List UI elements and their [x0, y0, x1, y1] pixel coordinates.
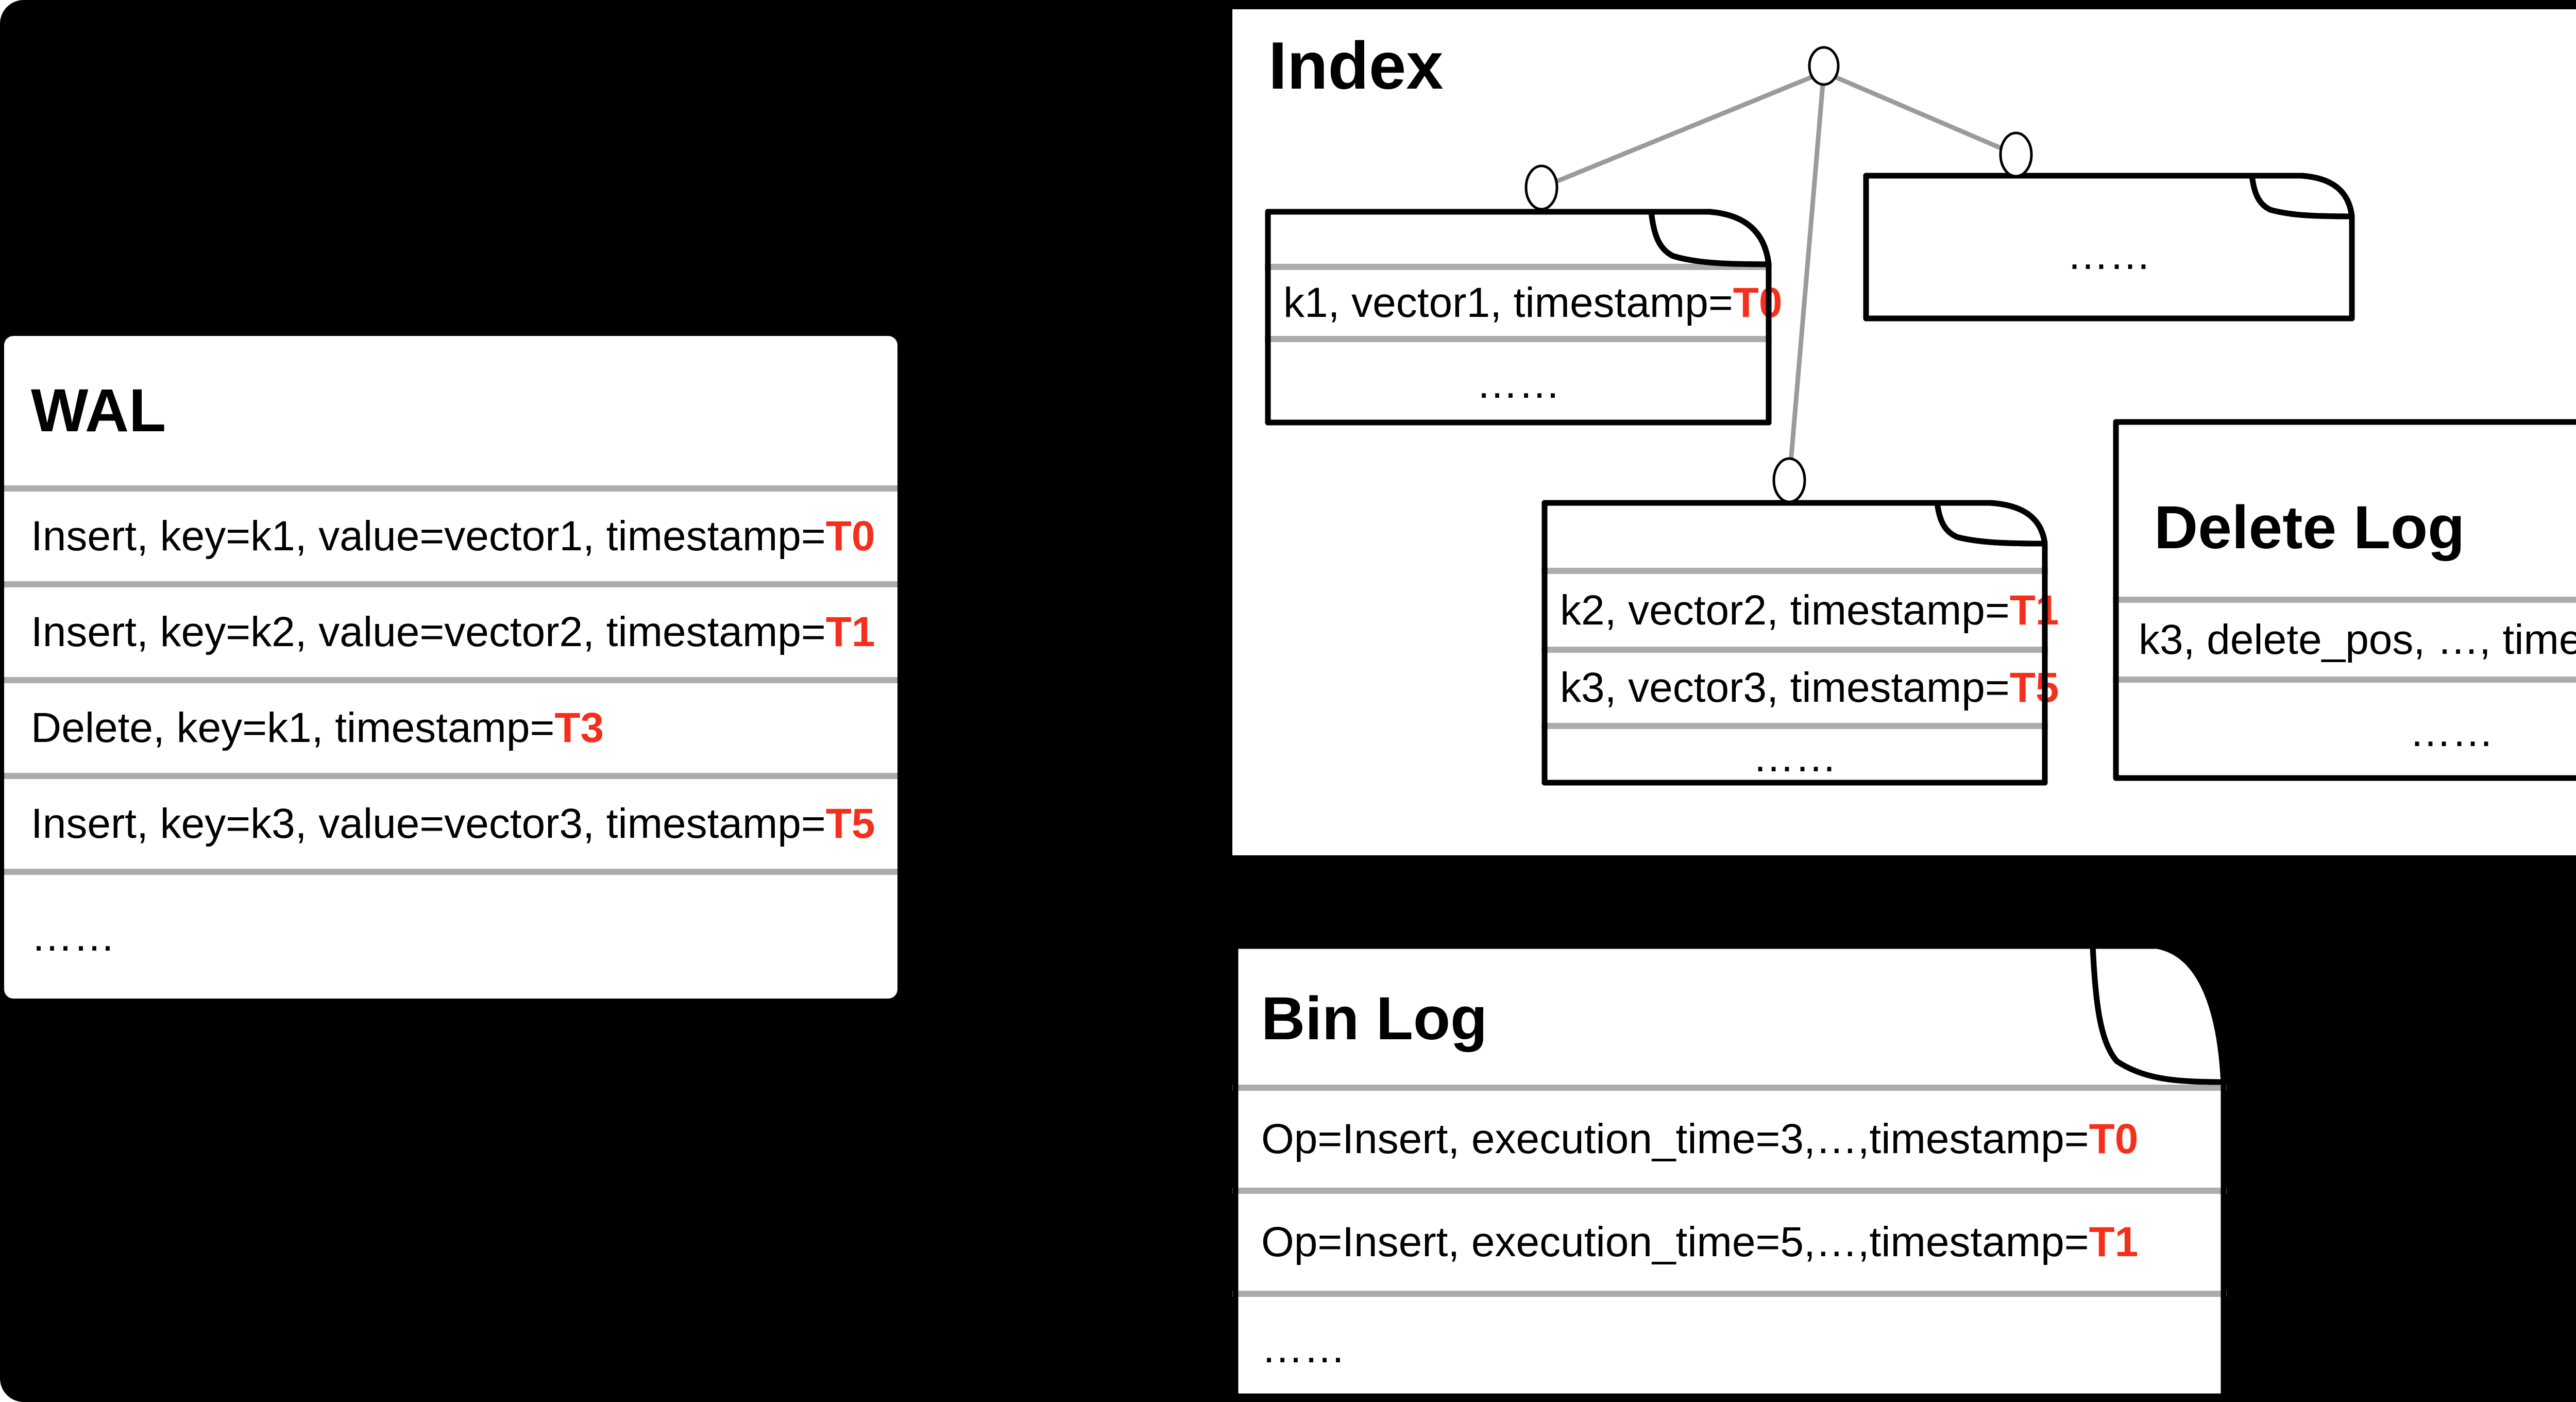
- bin-log-row-ellipsis: ……: [1232, 1291, 2227, 1399]
- timestamp-value: T3: [554, 704, 604, 751]
- timestamp-value: T5: [825, 800, 875, 847]
- index-title: Index: [1268, 28, 1444, 103]
- timestamp-value: T1: [825, 609, 875, 655]
- bin-log-title: Bin Log: [1261, 985, 1488, 1053]
- bin-log-row: Op=Insert, execution_time=5,…,timestamp=…: [1232, 1188, 2227, 1291]
- wal-row: Insert, key=k3, value=vector3, timestamp…: [4, 773, 897, 869]
- dog-ear-fold: [1648, 209, 1772, 267]
- wal-title: WAL: [31, 377, 166, 445]
- timestamp-value: T0: [825, 513, 875, 560]
- dog-ear-fold: [2090, 943, 2227, 1085]
- bin-log-row: Op=Insert, execution_time=3,…,timestamp=…: [1232, 1085, 2227, 1188]
- segment-file-ellipsis: ……: [1863, 173, 2355, 322]
- dog-ear-fold: [2249, 173, 2355, 219]
- segment-row-text: k3, vector3, timestamp=: [1560, 664, 2010, 711]
- timestamp-value: T1: [2009, 586, 2059, 634]
- wal-row-text: Insert, key=k2, value=vector2, timestamp…: [31, 609, 826, 655]
- wal-row-ellipsis: ……: [4, 869, 897, 999]
- wal-row-text: Delete, key=k1, timestamp=: [31, 704, 555, 751]
- timestamp-value: T1: [2089, 1219, 2139, 1265]
- wal-row-text: Insert, key=k1, value=vector1, timestamp…: [31, 513, 826, 560]
- wal-panel: WAL Insert, key=k1, value=vector1, times…: [4, 336, 897, 999]
- wal-row: Insert, key=k2, value=vector2, timestamp…: [4, 581, 897, 677]
- wal-row: Insert, key=k1, value=vector1, timestamp…: [4, 485, 897, 581]
- timestamp-value: T0: [1733, 279, 1783, 326]
- segment-row: k2, vector2, timestamp=T1: [1541, 568, 2059, 647]
- bin-log-row-text: Op=Insert, execution_time=3,…,timestamp=: [1261, 1116, 2089, 1162]
- dog-ear-fold: [1934, 500, 2048, 547]
- segment-row-ellipsis: ……: [1541, 723, 2048, 786]
- wal-row: Delete, key=k1, timestamp=T3: [4, 677, 897, 773]
- delete-log-row-ellipsis: ……: [2113, 677, 2576, 781]
- dog-ear-fold: [1648, 209, 1772, 267]
- wal-rows: Insert, key=k1, value=vector1, timestamp…: [4, 485, 897, 999]
- dog-ear-fold: [1934, 500, 2048, 547]
- timestamp-value: T0: [2089, 1116, 2139, 1162]
- bin-log-file: Bin Log Op=Insert, execution_time=3,…,ti…: [1232, 943, 2227, 1399]
- segment-row-text: k1, vector1, timestamp=: [1283, 279, 1733, 326]
- segment-row-ellipsis: ……: [1265, 336, 1772, 426]
- segment-row-text: k2, vector2, timestamp=: [1560, 586, 2010, 634]
- delete-log-title: Delete Log: [2154, 494, 2465, 562]
- segment-row-ellipsis: ……: [2066, 231, 2151, 278]
- segment-row: k3, vector3, timestamp=T5: [1541, 647, 2059, 723]
- segment-row: k1, vector1, timestamp=T0: [1265, 264, 1782, 336]
- timestamp-value: T5: [2009, 664, 2059, 711]
- segment-file-k1: k1, vector1, timestamp=T0 ……: [1265, 209, 1782, 426]
- delete-log-row: k3, delete_pos, …, timestamp=T3: [2113, 597, 2576, 677]
- delete-log-file: Delete Log k3, delete_pos, …, timestamp=…: [2113, 419, 2576, 781]
- wal-row-text: Insert, key=k3, value=vector3, timestamp…: [31, 800, 826, 847]
- delete-log-row-text: k3, delete_pos, …, timestamp=: [2139, 616, 2576, 663]
- dog-ear-fold: [2249, 173, 2355, 219]
- segment-file-k2-k3: k2, vector2, timestamp=T1 k3, vector3, t…: [1541, 500, 2059, 786]
- bin-log-row-text: Op=Insert, execution_time=5,…,timestamp=: [1261, 1219, 2089, 1265]
- dog-ear-fold: [2090, 943, 2227, 1085]
